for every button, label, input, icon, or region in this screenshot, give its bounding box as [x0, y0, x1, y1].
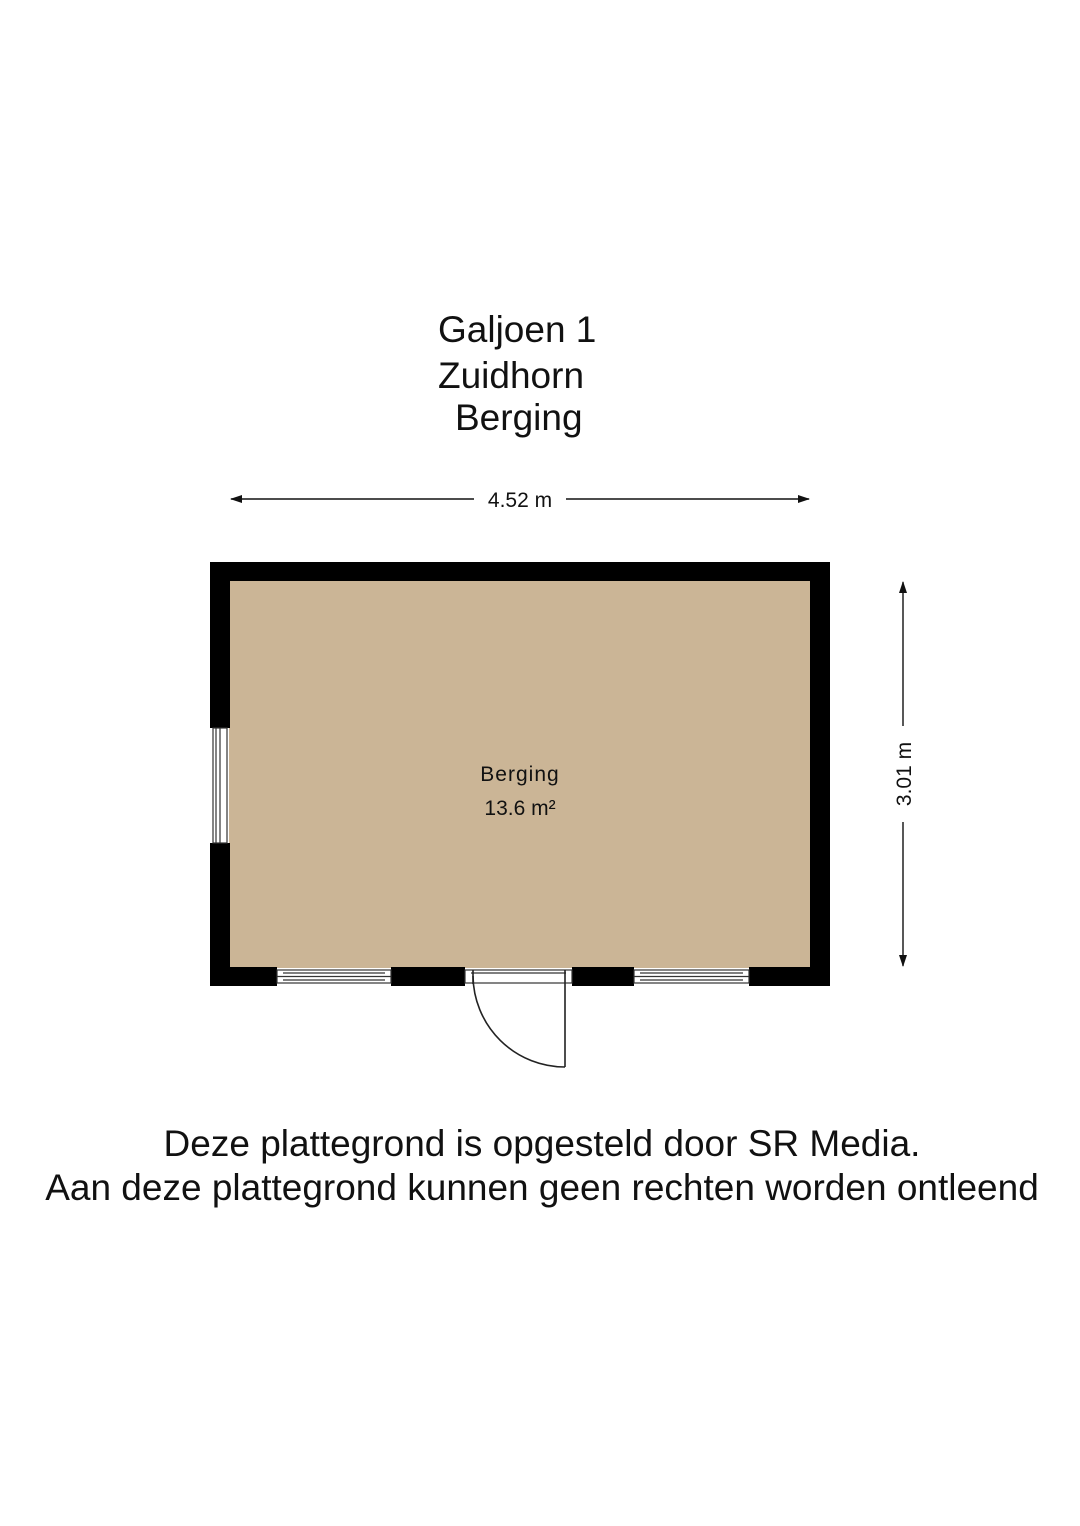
- address-title: Galjoen 1: [438, 309, 597, 350]
- window-left: [212, 727, 228, 844]
- wall-bottom-mid-right: [572, 967, 634, 986]
- door-swing-arc: [472, 975, 566, 1068]
- wall-bottom-right: [749, 967, 830, 986]
- wall-top: [210, 562, 830, 581]
- room-area-label: 13.6 m²: [484, 797, 555, 820]
- wall-left-lower: [210, 843, 230, 986]
- wall-right: [810, 562, 830, 986]
- city-title: Zuidhorn: [438, 355, 585, 396]
- disclaimer-line-1: Deze plattegrond is opgesteld door SR Me…: [163, 1123, 921, 1164]
- dimension-width-label: 4.52 m: [488, 489, 552, 512]
- door-threshold: [464, 969, 573, 984]
- door: [472, 970, 566, 1068]
- disclaimer-line-2: Aan deze plattegrond kunnen geen rechten…: [45, 1167, 1039, 1208]
- dimension-height-label: 3.01 m: [893, 742, 916, 806]
- wall-bottom-mid-left: [391, 967, 465, 986]
- floor-title: Berging: [455, 397, 583, 438]
- room-name-label: Berging: [480, 763, 559, 786]
- window-bottom-left: [276, 969, 392, 984]
- wall-left-upper: [210, 562, 230, 728]
- walls: [210, 562, 830, 986]
- room-floor: [229, 580, 811, 968]
- wall-bottom-left: [210, 967, 277, 986]
- window-bottom-right: [633, 969, 750, 984]
